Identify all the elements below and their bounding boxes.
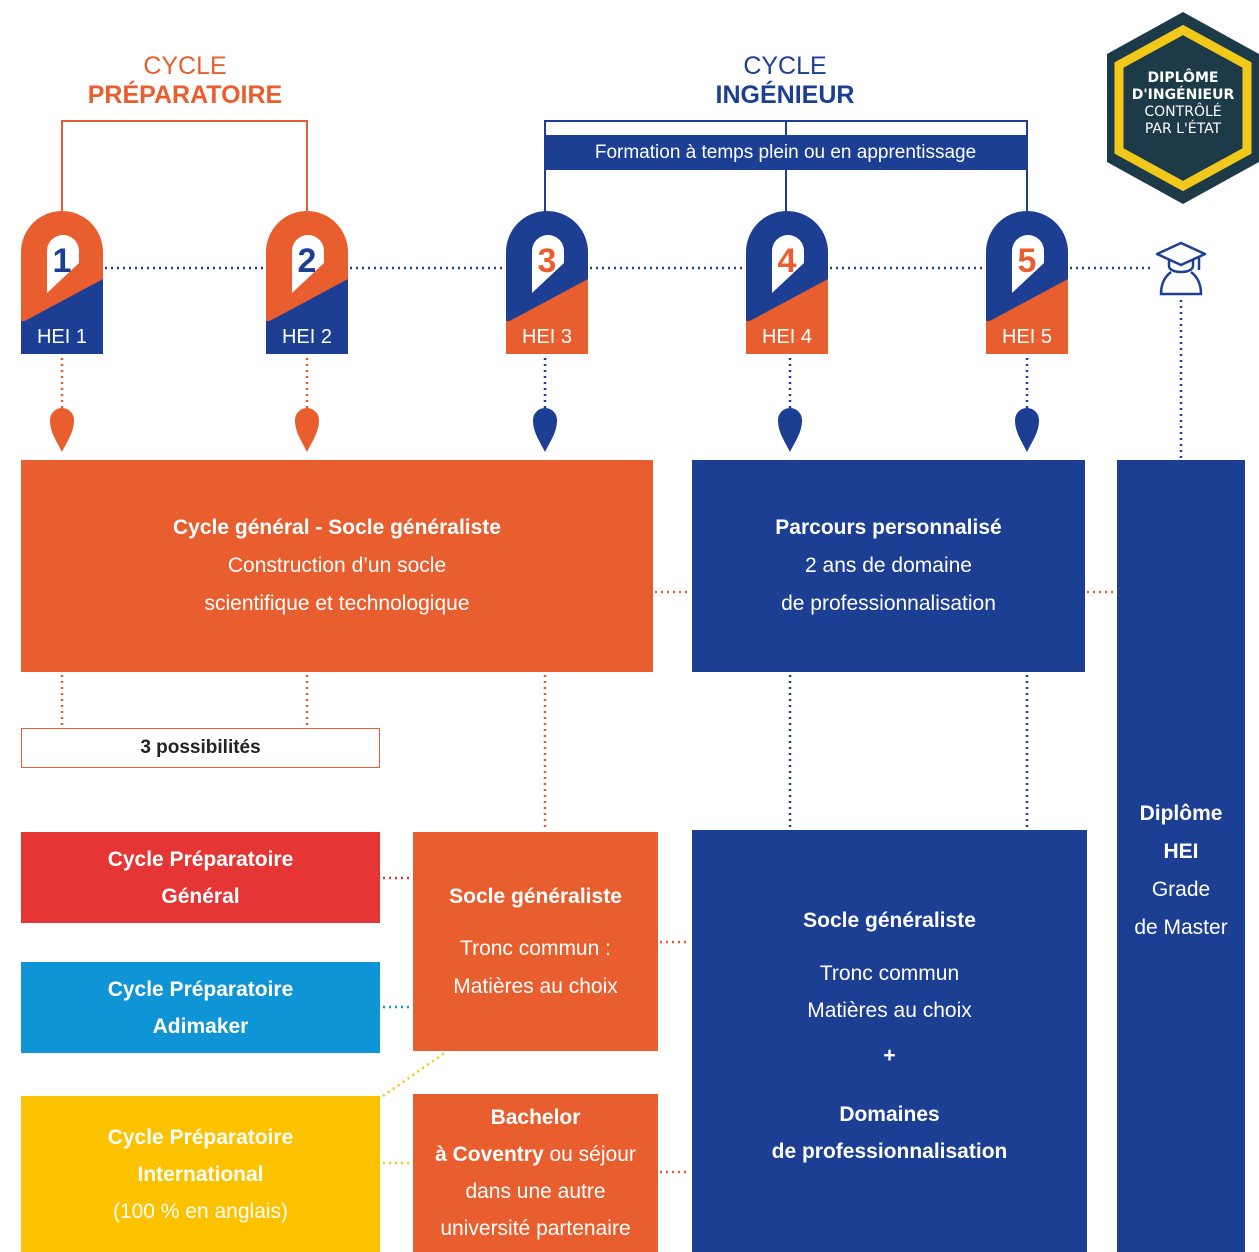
socle-blue-title: Socle généraliste (803, 909, 976, 932)
bachelor-line2: à Coventry ou séjour (435, 1136, 636, 1173)
bachelor-coventry: à Coventry (435, 1143, 544, 1166)
socle-blue-line5: Domaines (839, 1103, 940, 1126)
prep-international-line1: Cycle Préparatoire (107, 1125, 294, 1149)
parcours-line3: de professionnalisation (781, 592, 996, 615)
diploma-badge: DIPLÔME D'INGÉNIEUR CONTRÔLÉ PAR L'ÉTAT (1093, 8, 1259, 208)
prep-adimaker-line1: Cycle Préparatoire (107, 977, 294, 1001)
location-pin-icon: 1 (21, 211, 103, 323)
socle-blue-line2: Tronc commun (819, 962, 960, 985)
prep-international-box: Cycle Préparatoire International (100 % … (21, 1096, 380, 1252)
diploma-badge-text: DIPLÔME D'INGÉNIEUR CONTRÔLÉ PAR L'ÉTAT (1123, 70, 1243, 138)
badge-line3: CONTRÔLÉ (1144, 104, 1222, 120)
pin-number: 2 (298, 242, 317, 280)
graduation-cap-icon (1155, 240, 1207, 303)
location-pin-icon: 3 (506, 211, 588, 323)
socle-orange-box: Socle généraliste Tronc commun : Matière… (413, 832, 658, 1051)
pin-number: 5 (1018, 242, 1037, 280)
possibilites-box: 3 possibilités (21, 728, 380, 768)
socle-orange-line3: Matières au choix (453, 974, 618, 998)
prep-general-box: Cycle Préparatoire Général (21, 832, 380, 923)
cycle-general-line3: scientifique et technologique (204, 592, 470, 615)
socle-blue-line3: Matières au choix (807, 999, 972, 1022)
pin-number: 3 (538, 242, 557, 280)
location-pin-icon: 4 (746, 211, 828, 323)
diplome-line3: Grade (1151, 878, 1211, 901)
cycle-ing-line2: INGÉNIEUR (715, 81, 855, 109)
socle-blue-plus: + (883, 1044, 896, 1067)
year-label-hei1: HEI 1 (21, 321, 103, 354)
parcours-title: Parcours personnalisé (775, 516, 1002, 539)
bachelor-sejour: ou séjour (543, 1143, 636, 1166)
pin-year-1: 1 (21, 211, 103, 328)
pin-year-3: 3 (506, 211, 588, 328)
socle-blue-line6: de professionnalisation (771, 1140, 1008, 1163)
badge-line1: DIPLÔME (1147, 70, 1219, 86)
possibilites-label: 3 possibilités (140, 737, 261, 758)
year-label-hei5: HEI 5 (986, 321, 1068, 354)
prep-international-line2: International (137, 1162, 264, 1186)
diplome-line2: HEI (1163, 840, 1199, 863)
parcours-line2: 2 ans de domaine (805, 554, 972, 577)
pin-year-4: 4 (746, 211, 828, 328)
pin-number: 4 (778, 242, 797, 280)
cycle-ingenieur-title: CYCLE INGÉNIEUR (660, 52, 910, 110)
prep-adimaker-line2: Adimaker (152, 1014, 249, 1038)
formation-banner: Formation à temps plein ou en apprentiss… (545, 135, 1026, 170)
diplome-hei-column: Diplôme HEI Grade de Master (1117, 460, 1245, 1252)
cycle-prep-line1: CYCLE (143, 52, 227, 80)
prep-general-line2: Général (161, 884, 240, 908)
badge-line4: PAR L'ÉTAT (1144, 121, 1222, 137)
hexagon-badge-icon (1107, 12, 1259, 204)
cycle-ing-line1: CYCLE (743, 52, 827, 80)
prep-international-line3: (100 % en anglais) (112, 1199, 289, 1223)
cycle-preparatoire-title: CYCLE PRÉPARATOIRE (60, 52, 310, 110)
badge-line2: D'INGÉNIEUR (1131, 87, 1235, 103)
cycle-prep-line2: PRÉPARATOIRE (87, 81, 283, 109)
cycle-general-line2: Construction d’un socle (227, 554, 447, 577)
bachelor-line4: université partenaire (440, 1217, 631, 1240)
bachelor-title: Bachelor (490, 1106, 581, 1129)
diplome-line4: de Master (1134, 916, 1228, 939)
socle-blue-box: Socle généraliste Tronc commun Matières … (692, 830, 1087, 1252)
year-label-hei2: HEI 2 (266, 321, 348, 354)
socle-orange-line2: Tronc commun : (460, 936, 611, 960)
pin-year-5: 5 (986, 211, 1068, 328)
socle-orange-title: Socle généraliste (449, 884, 622, 908)
prep-adimaker-box: Cycle Préparatoire Adimaker (21, 962, 380, 1053)
prep-general-line1: Cycle Préparatoire (107, 847, 294, 871)
year-label-hei3: HEI 3 (506, 321, 588, 354)
diplome-line1: Diplôme (1139, 802, 1223, 825)
pin-number: 1 (53, 242, 72, 280)
bachelor-line3: dans une autre (465, 1180, 606, 1203)
cycle-general-box: Cycle général - Socle généraliste Constr… (21, 460, 653, 672)
location-pin-icon: 2 (266, 211, 348, 323)
location-pin-icon: 5 (986, 211, 1068, 323)
parcours-box: Parcours personnalisé 2 ans de domaine d… (692, 460, 1085, 672)
year-label-hei4: HEI 4 (746, 321, 828, 354)
pin-year-2: 2 (266, 211, 348, 328)
cycle-general-title: Cycle général - Socle généraliste (173, 516, 501, 539)
bachelor-box: Bachelor à Coventry ou séjour dans une a… (413, 1094, 658, 1252)
